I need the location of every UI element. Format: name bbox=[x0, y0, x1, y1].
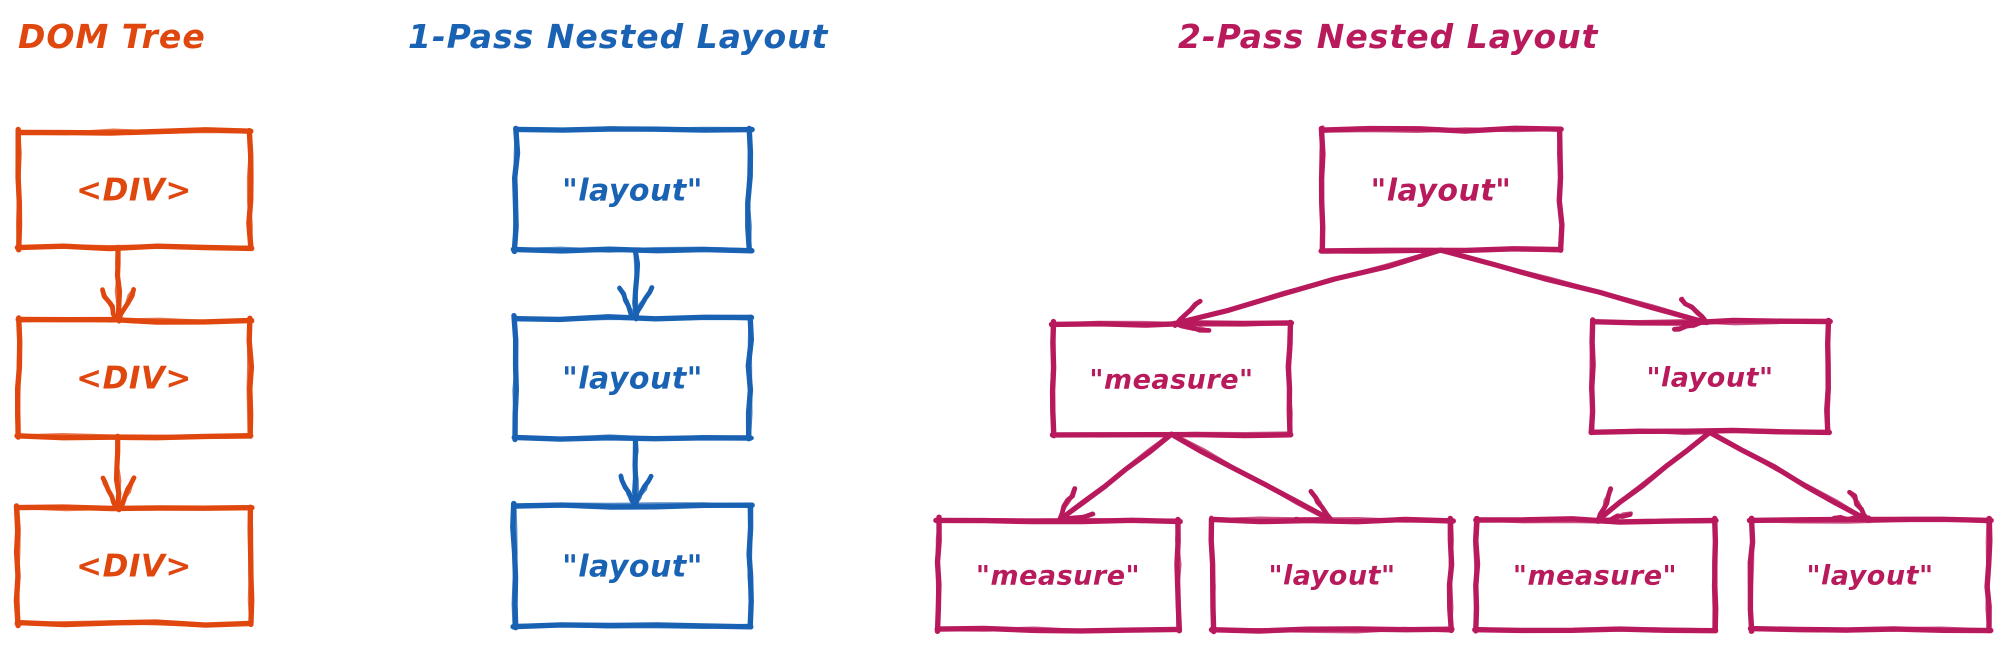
arrow-twopass-arrow-midright-leaf4 bbox=[1707, 429, 1873, 523]
node-onepass-node-1[interactable]: "layout" bbox=[510, 125, 755, 255]
node-twopass-mid-left[interactable]: "measure" bbox=[1048, 318, 1295, 439]
node-onepass-node-2[interactable]: "layout" bbox=[511, 313, 755, 443]
node-onepass-node-3[interactable]: "layout" bbox=[510, 500, 755, 631]
arrow-twopass-arrow-midleft-leaf2 bbox=[1168, 431, 1334, 524]
column-title-dom-tree: DOM Tree bbox=[18, 17, 206, 56]
node-label: "layout" bbox=[562, 174, 703, 209]
node-label: <DIV> bbox=[76, 361, 192, 397]
node-twopass-leaf-3[interactable]: "measure" bbox=[1472, 515, 1719, 634]
node-label: "measure" bbox=[1089, 365, 1253, 396]
column-title-two-pass-nested-layout: 2-Pass Nested Layout bbox=[1178, 17, 1599, 56]
node-label: "layout" bbox=[562, 362, 703, 397]
node-twopass-root[interactable]: "layout" bbox=[1318, 125, 1565, 254]
arrow-dom-arrow-1 bbox=[100, 244, 136, 324]
node-label: "layout" bbox=[1646, 363, 1773, 394]
column-one-pass-nested-layout: 1-Pass Nested Layout "layout" "layout" "lay… bbox=[408, 17, 829, 631]
arrow-twopass-arrow-root-right bbox=[1437, 247, 1711, 332]
node-twopass-mid-right[interactable]: "layout" bbox=[1588, 317, 1833, 436]
node-dom-node-1[interactable]: <DIV> bbox=[14, 126, 255, 253]
node-label: <DIV> bbox=[76, 173, 192, 209]
node-dom-node-2[interactable]: <DIV> bbox=[14, 315, 255, 441]
column-two-pass-nested-layout: 2-Pass Nested Layout "layout" "measure" "la… bbox=[933, 17, 1994, 635]
node-label: "layout" bbox=[1806, 561, 1933, 592]
column-dom-tree: DOM Tree <DIV> <DIV> <DIV> bbox=[13, 17, 255, 629]
node-label: "measure" bbox=[976, 561, 1140, 592]
node-label: <DIV> bbox=[76, 549, 192, 585]
node-twopass-leaf-4[interactable]: "layout" bbox=[1746, 515, 1994, 634]
arrow-twopass-arrow-midright-leaf3 bbox=[1594, 429, 1713, 524]
node-label: "layout" bbox=[562, 550, 703, 585]
node-twopass-leaf-2[interactable]: "layout" bbox=[1208, 515, 1456, 635]
node-label: "layout" bbox=[1371, 174, 1512, 209]
node-twopass-leaf-1[interactable]: "measure" bbox=[933, 514, 1183, 634]
column-title-one-pass-nested-layout: 1-Pass Nested Layout bbox=[408, 17, 829, 56]
arrow-twopass-arrow-root-left bbox=[1171, 247, 1443, 333]
node-label: "layout" bbox=[1268, 561, 1395, 592]
arrow-twopass-arrow-midleft-leaf1 bbox=[1057, 431, 1174, 524]
node-dom-node-3[interactable]: <DIV> bbox=[13, 503, 255, 629]
node-label: "measure" bbox=[1513, 561, 1677, 592]
arrow-onepass-arrow-2 bbox=[618, 435, 654, 509]
arrow-onepass-arrow-1 bbox=[617, 248, 655, 322]
arrow-dom-arrow-2 bbox=[100, 433, 137, 513]
